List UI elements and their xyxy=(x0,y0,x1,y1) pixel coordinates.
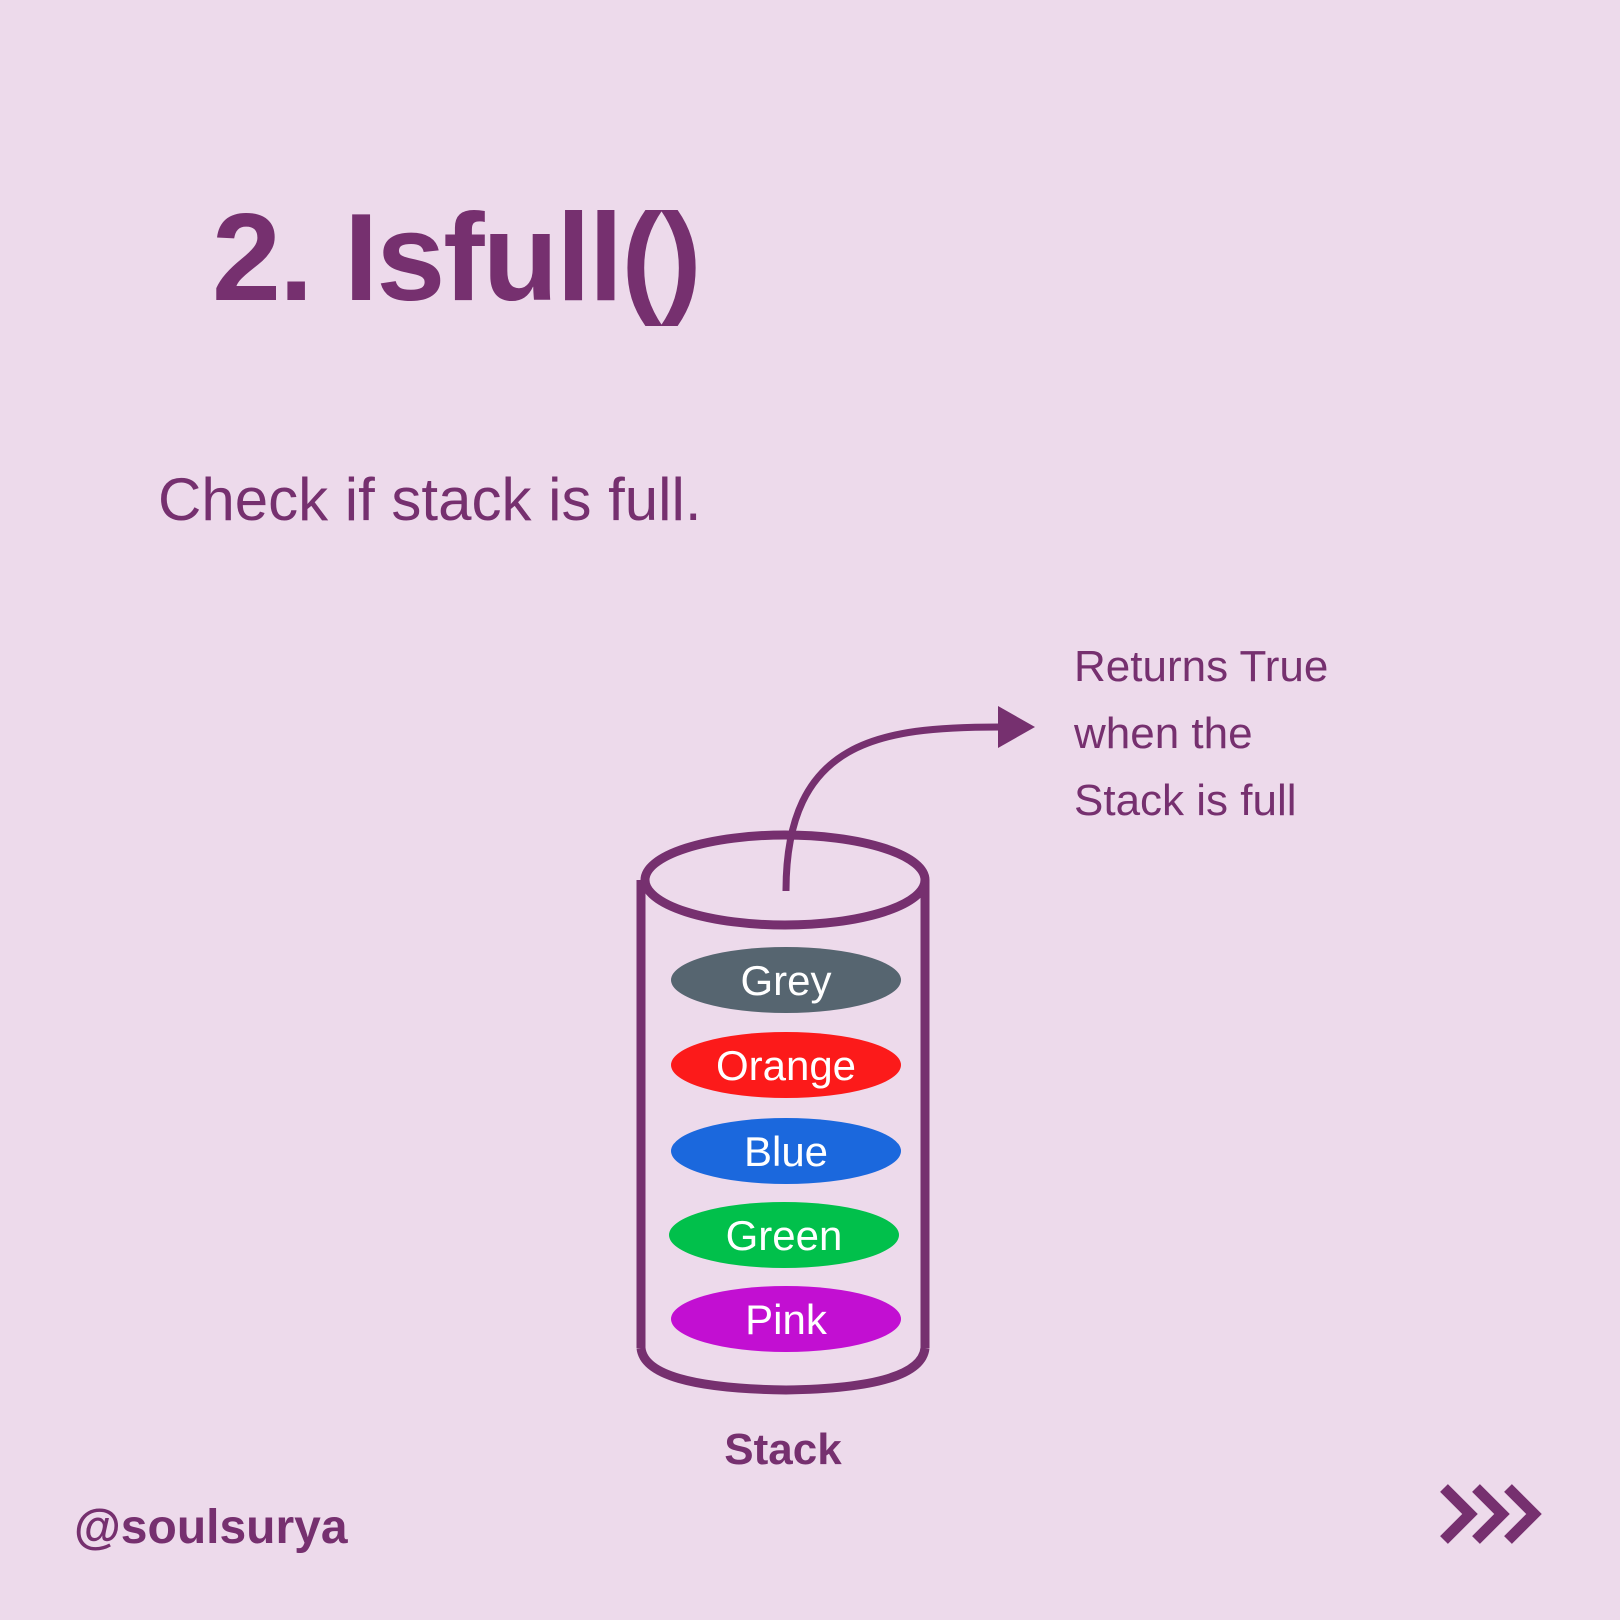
cylinder-bottom xyxy=(636,1347,930,1395)
annotation-text: Returns True when the Stack is full xyxy=(1074,633,1328,834)
stack-item: Pink xyxy=(671,1286,901,1352)
stack-item-label: Pink xyxy=(745,1296,828,1343)
arrow-line xyxy=(782,723,1001,892)
arrow-head xyxy=(998,706,1035,748)
annotation-line: Returns True xyxy=(1074,642,1329,691)
stack-item: Orange xyxy=(671,1032,901,1098)
stack-item-ellipse xyxy=(671,1118,901,1184)
page-title: 2. Isfull() xyxy=(212,189,702,327)
stack-item: Green xyxy=(669,1202,899,1268)
stack-item-ellipse xyxy=(669,1202,899,1268)
stack-item-ellipse xyxy=(671,1286,901,1352)
annotation-line: when the xyxy=(1074,709,1253,758)
stack-item-label: Green xyxy=(726,1212,843,1259)
subtitle: Check if stack is full. xyxy=(158,466,702,533)
stack-item-ellipse xyxy=(671,947,901,1013)
stack-label: Stack xyxy=(724,1425,842,1474)
author-handle: @soulsurya xyxy=(74,1501,348,1554)
annotation-line: Stack is full xyxy=(1074,776,1297,825)
stack-item-label: Orange xyxy=(716,1042,856,1089)
stack-item-ellipse xyxy=(671,1032,901,1098)
stack-item: Grey xyxy=(671,947,901,1013)
stack-item-label: Grey xyxy=(740,957,831,1004)
stack-item-label: Blue xyxy=(744,1128,828,1175)
cylinder-top xyxy=(640,830,930,930)
stack-item: Blue xyxy=(671,1118,901,1184)
chevrons-right-icon[interactable] xyxy=(1436,1482,1546,1546)
